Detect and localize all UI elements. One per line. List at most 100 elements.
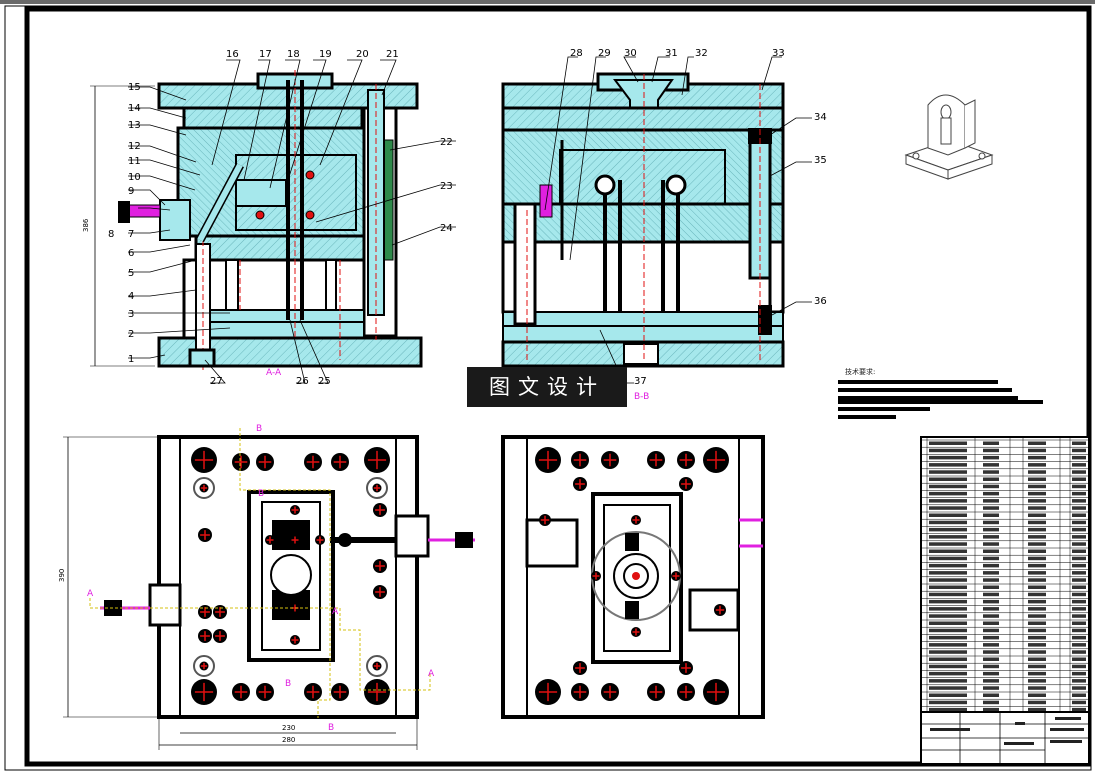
- part-label: 27: [210, 376, 223, 387]
- table-cell-text: [1072, 563, 1086, 568]
- table-cell-text: [1028, 571, 1046, 575]
- table-cell-text: [1028, 520, 1046, 525]
- watermark: 图文设计: [467, 367, 627, 407]
- table-cell-text: [929, 549, 967, 553]
- table-cell-text: [983, 628, 999, 633]
- plan-view-right: [501, 435, 765, 719]
- leader-lines-left: [128, 59, 456, 384]
- table-cell-text: [1072, 484, 1086, 489]
- table-cell-text: [929, 506, 967, 510]
- parts-list-table: [920, 436, 1090, 765]
- hole-centerline: [679, 453, 693, 467]
- table-cell-text: [983, 671, 999, 676]
- table-cell-text: [1028, 707, 1046, 712]
- part-label: 30: [624, 48, 637, 59]
- part-label: 37: [634, 376, 647, 387]
- table-cell-text: [983, 506, 999, 510]
- table-cell-text: [983, 513, 999, 517]
- table-cell-text: [1072, 542, 1086, 546]
- section-view-bb: [501, 72, 785, 368]
- table-cell-text: [983, 607, 999, 611]
- hole-centerline: [258, 685, 272, 699]
- tech-requirements-title: 技术要求:: [845, 368, 876, 376]
- table-cell-text: [983, 592, 999, 597]
- table-cell-text: [1072, 470, 1086, 474]
- table-cell-text: [929, 707, 967, 712]
- part-label: 11: [128, 156, 141, 167]
- table-cell-text: [929, 563, 967, 568]
- hole-centerline: [258, 455, 272, 469]
- hole-centerline: [333, 455, 347, 469]
- part-label: 3: [128, 309, 134, 320]
- table-cell-text: [1072, 477, 1086, 481]
- hole-centerline: [375, 561, 385, 571]
- table-cell-text: [983, 455, 999, 460]
- table-cell-text: [1028, 643, 1046, 647]
- table-cell-text: [1072, 549, 1086, 553]
- hole-centerline: [573, 685, 587, 699]
- part-label: 20: [356, 49, 369, 60]
- table-cell-text: [1072, 607, 1086, 611]
- table-cell-text: [1028, 448, 1046, 453]
- table-cell-text: [1072, 671, 1086, 676]
- part-label: 23: [440, 181, 453, 192]
- hole-centerline: [200, 530, 210, 540]
- hole-centerline: [603, 453, 617, 467]
- table-cell-text: [983, 657, 999, 661]
- table-cell-text: [1028, 506, 1046, 510]
- table-cell-text: [983, 700, 999, 705]
- table-cell-text: [1072, 506, 1086, 510]
- section-marker: B: [285, 679, 291, 689]
- table-cell-text: [929, 599, 967, 604]
- table-cell-text: [1072, 693, 1086, 697]
- table-cell-text: [983, 614, 999, 618]
- table-cell-text: [1028, 477, 1046, 481]
- hole-centerline: [373, 662, 381, 670]
- table-cell-text: [929, 635, 967, 640]
- part-label: 16: [226, 49, 239, 60]
- table-cell-text: [1028, 463, 1046, 467]
- guide-bushing: [366, 477, 388, 499]
- part-label: 9: [128, 186, 134, 197]
- section-marker: A: [428, 669, 435, 679]
- table-cell-text: [1072, 571, 1086, 575]
- table-cell-text: [929, 686, 967, 690]
- hole-centerline: [375, 505, 385, 515]
- hole-centerline: [234, 685, 248, 699]
- table-cell-text: [929, 542, 967, 546]
- table-cell-text: [983, 650, 999, 654]
- table-cell-text: [1072, 599, 1086, 604]
- title-block-text: [1015, 722, 1025, 725]
- table-cell-text: [1072, 448, 1086, 453]
- part-label: 31: [665, 48, 678, 59]
- table-cell-text: [983, 556, 999, 561]
- dimension-value: 386: [82, 218, 90, 232]
- table-cell-text: [1072, 592, 1086, 597]
- table-cell-text: [983, 643, 999, 647]
- table-cell-text: [1072, 491, 1086, 496]
- part-label: 8: [108, 229, 114, 240]
- table-cell-text: [929, 621, 967, 625]
- hole-centerline: [632, 516, 640, 524]
- guide-bushing: [193, 655, 215, 677]
- table-cell-text: [1028, 441, 1046, 445]
- table-cell-text: [1028, 657, 1046, 661]
- table-cell-text: [1028, 621, 1046, 625]
- table-cell-text: [1028, 700, 1046, 705]
- part-label: 33: [772, 48, 785, 59]
- dimension-value: 230: [282, 724, 295, 732]
- part-label: 22: [440, 137, 453, 148]
- table-cell-text: [929, 455, 967, 460]
- guide-bushing: [366, 655, 388, 677]
- table-cell-text: [983, 707, 999, 712]
- part-label: 10: [128, 172, 141, 183]
- hole-centerline: [538, 682, 558, 702]
- table-cell-text: [929, 499, 967, 503]
- hole-centerline: [333, 685, 347, 699]
- hole-centerline: [681, 479, 691, 489]
- part-label: 7: [128, 229, 134, 240]
- table-cell-text: [983, 448, 999, 453]
- table-cell-text: [1072, 556, 1086, 561]
- table-cell-text: [1028, 499, 1046, 503]
